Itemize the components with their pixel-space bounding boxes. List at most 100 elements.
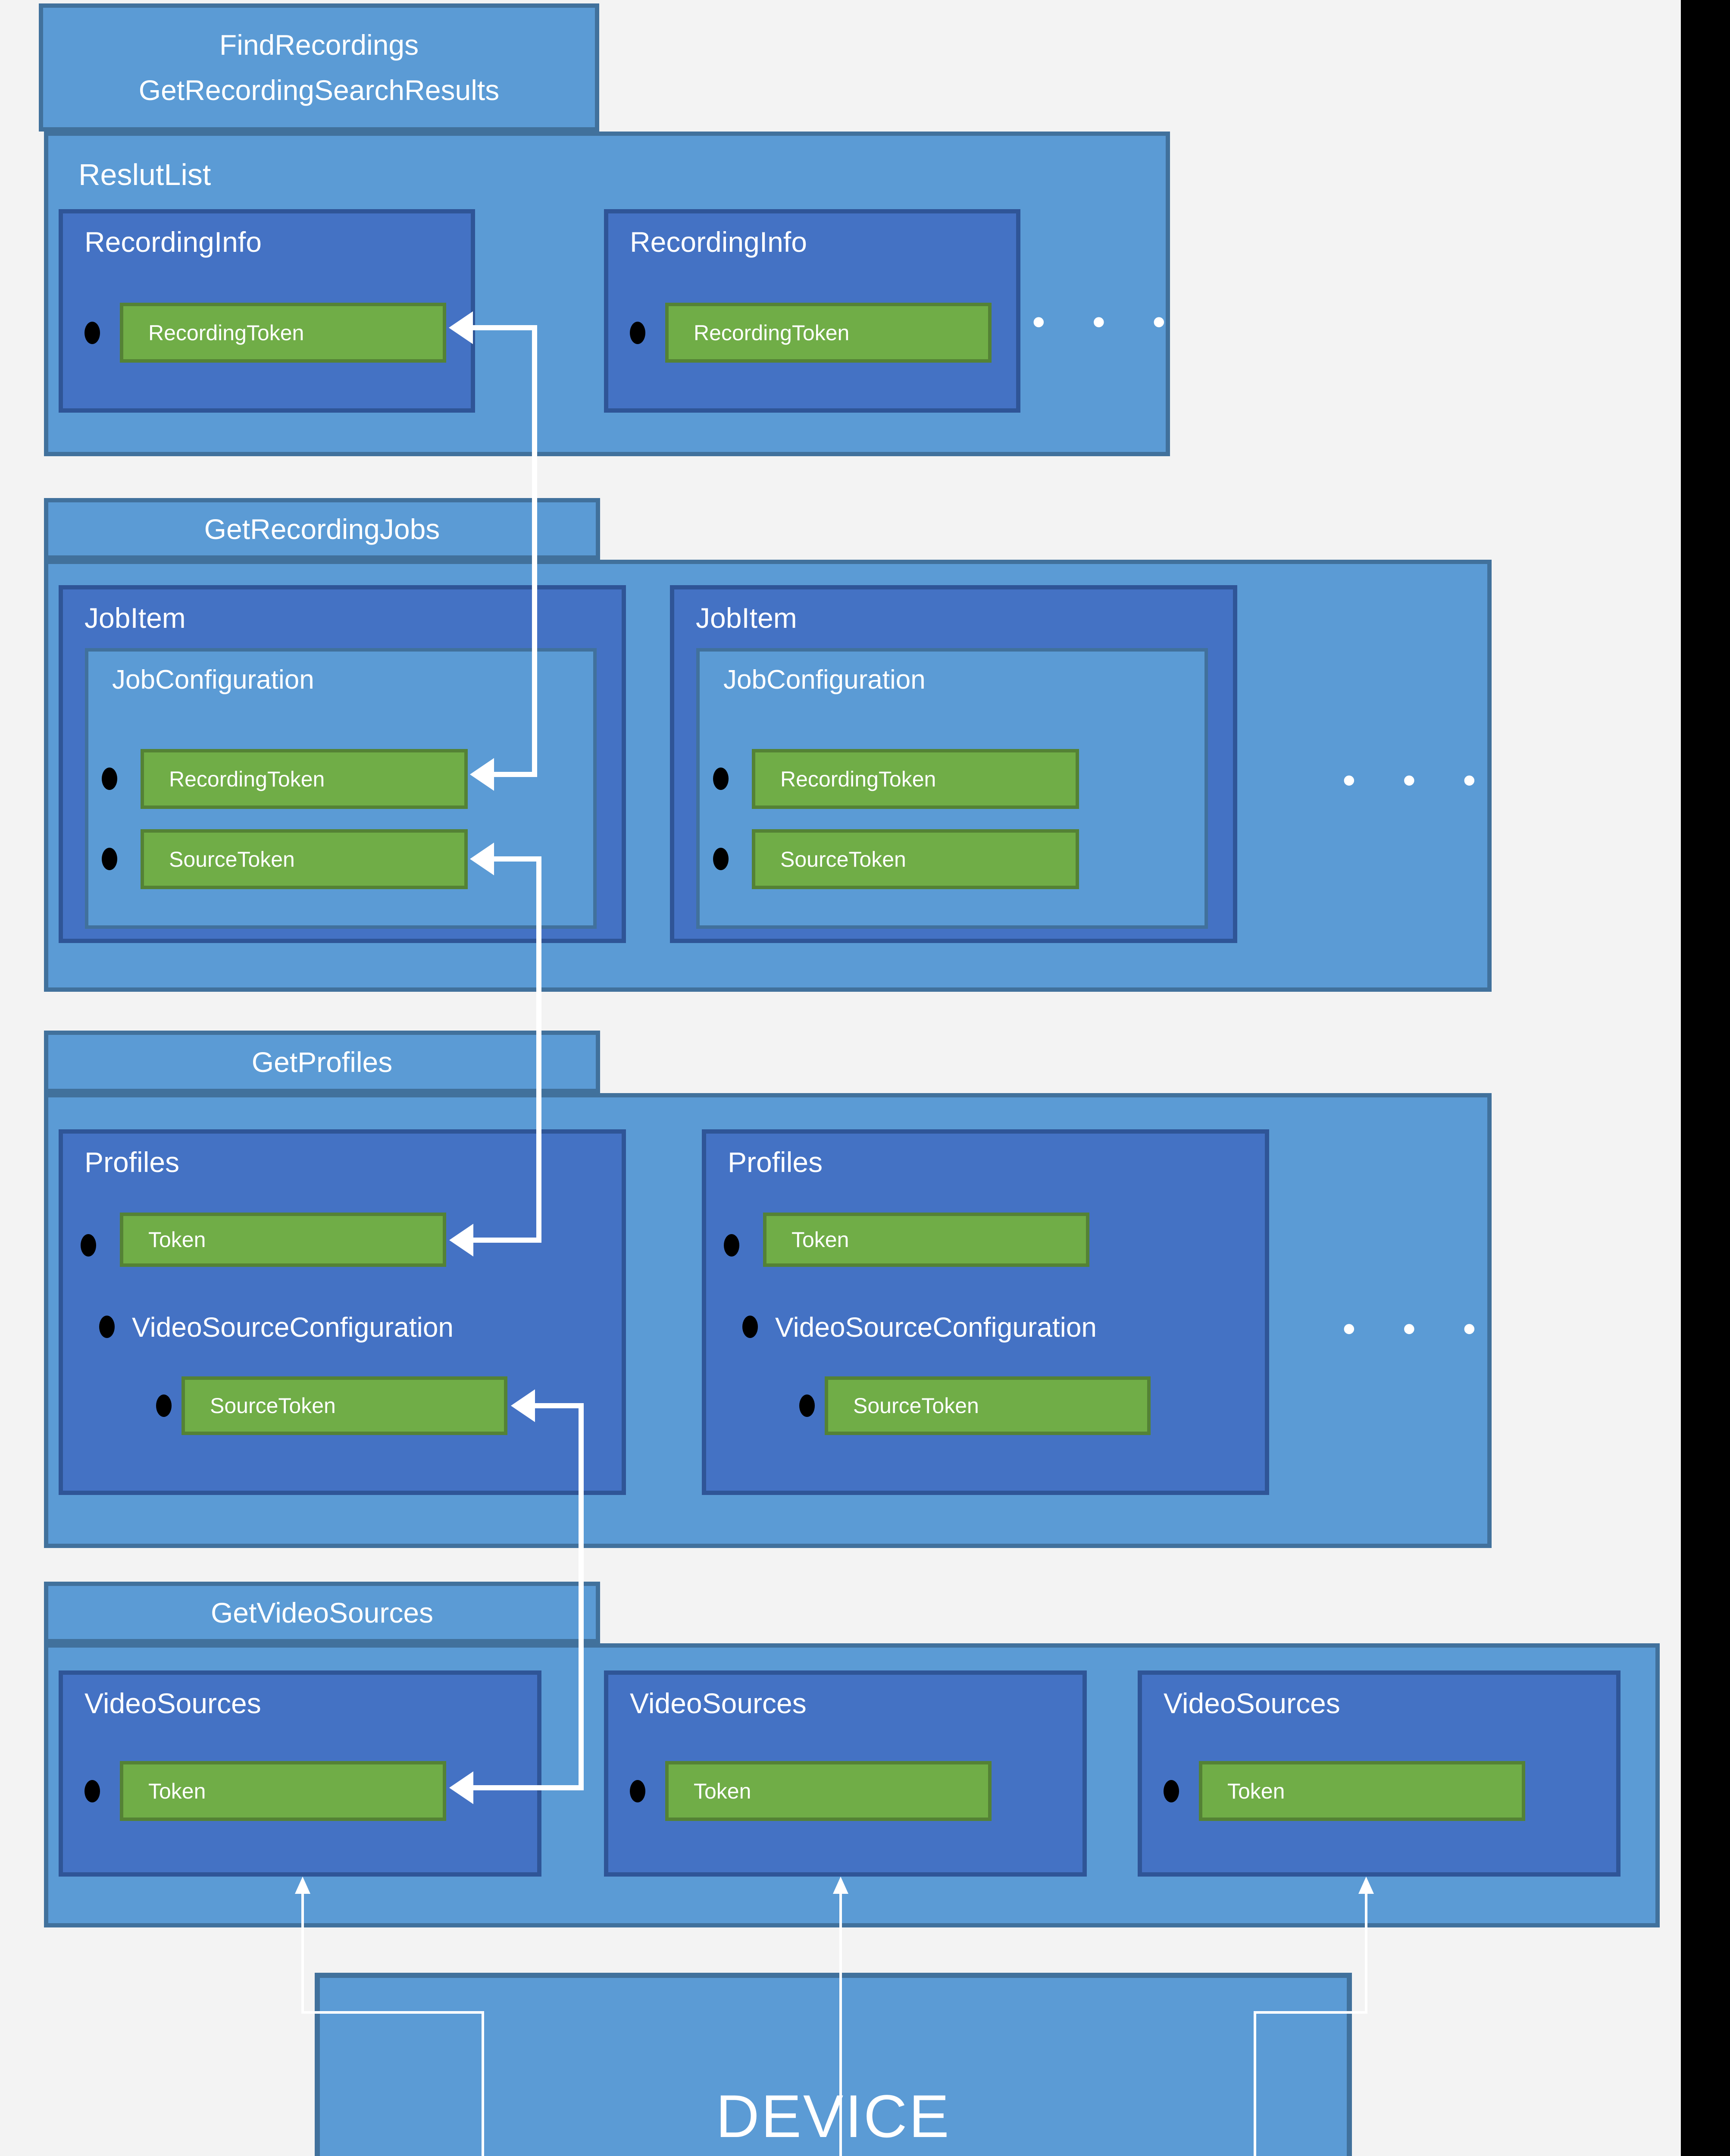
get-profiles-label: GetProfiles	[251, 1046, 393, 1078]
arrowhead-into-videosources-1	[295, 1877, 310, 1894]
device-box: DEVICE Ch1 Ch2 Ch3	[315, 1973, 1352, 2156]
bullet-icon	[99, 1316, 115, 1338]
video-sources-title: VideoSources	[1164, 1687, 1340, 1719]
job-configuration-box: JobConfiguration RecordingToken SourceTo…	[696, 648, 1208, 929]
result-list-title: ReslutList	[78, 158, 211, 191]
source-token-chip: SourceToken	[141, 829, 468, 889]
ellipsis-more: • • •	[1032, 302, 1184, 342]
get-recording-jobs-header: GetRecordingJobs	[44, 498, 600, 560]
connector-b3-segment	[1365, 1893, 1367, 2014]
connector-a2-segment	[536, 856, 541, 1243]
source-token-label: SourceToken	[210, 1394, 336, 1418]
job-configuration-title: JobConfiguration	[723, 665, 926, 695]
connector-a1-segment	[472, 325, 537, 330]
profiles-card-2: Profiles Token VideoSourceConfiguration …	[702, 1129, 1269, 1495]
recording-token-label: RecordingToken	[780, 767, 936, 791]
connector-a3-segment	[579, 1403, 584, 1790]
token-chip: Token	[120, 1213, 446, 1267]
bullet-icon	[742, 1316, 758, 1338]
profiles-title: Profiles	[84, 1146, 180, 1178]
token-label: Token	[791, 1228, 849, 1252]
token-label: Token	[148, 1779, 206, 1803]
connector-a1-segment	[494, 772, 537, 777]
token-label: Token	[1227, 1779, 1285, 1803]
profiles-title: Profiles	[728, 1146, 823, 1178]
source-token-label: SourceToken	[780, 847, 906, 871]
arrowhead-into-profiles-sourcetoken	[511, 1389, 535, 1422]
connector-a3-segment	[472, 1785, 584, 1790]
video-sources-title: VideoSources	[84, 1687, 261, 1719]
source-token-label: SourceToken	[169, 847, 295, 871]
connector-a2-segment	[472, 1238, 541, 1243]
token-chip: Token	[120, 1761, 446, 1821]
recording-token-label: RecordingToken	[694, 320, 850, 345]
connector-a2-segment	[493, 856, 541, 862]
find-recordings-line1: FindRecordings	[219, 29, 419, 61]
video-sources-container: VideoSources Token VideoSources Token Vi…	[44, 1643, 1660, 1927]
bullet-icon	[724, 1234, 739, 1257]
bullet-icon	[630, 322, 645, 344]
video-source-configuration-label: VideoSourceConfiguration	[132, 1312, 454, 1343]
get-video-sources-label: GetVideoSources	[210, 1596, 434, 1629]
recording-jobs-container: JobItem JobConfiguration RecordingToken …	[44, 560, 1492, 992]
arrowhead-into-jobconfig-recordingtoken	[470, 758, 494, 791]
job-configuration-title: JobConfiguration	[112, 665, 314, 695]
bullet-icon	[713, 768, 729, 790]
connector-b1-segment	[301, 2011, 484, 2014]
recording-token-label: RecordingToken	[148, 320, 304, 345]
arrowhead-into-jobconfig-sourcetoken	[470, 843, 494, 875]
recording-token-chip: RecordingToken	[120, 303, 446, 363]
connector-b1-segment	[301, 1893, 304, 2014]
job-item-title: JobItem	[696, 602, 797, 634]
connector-b3-segment	[1255, 2011, 1367, 2014]
ellipsis-more: • • •	[1343, 761, 1495, 800]
video-source-configuration-label: VideoSourceConfiguration	[775, 1312, 1097, 1343]
get-video-sources-header: GetVideoSources	[44, 1582, 600, 1643]
recording-info-title: RecordingInfo	[630, 226, 807, 258]
job-item-title: JobItem	[84, 602, 186, 634]
right-black-strip	[1681, 0, 1730, 2156]
token-label: Token	[694, 1779, 751, 1803]
connector-b1-segment	[482, 2011, 484, 2156]
job-item-card-1: JobItem JobConfiguration RecordingToken …	[59, 585, 626, 943]
profiles-container: Profiles Token VideoSourceConfiguration …	[44, 1093, 1492, 1548]
bullet-icon	[102, 768, 117, 790]
bullet-icon	[84, 1780, 100, 1802]
token-label: Token	[148, 1228, 206, 1252]
source-token-chip: SourceToken	[825, 1376, 1151, 1435]
get-profiles-header: GetProfiles	[44, 1031, 600, 1093]
job-item-card-2: JobItem JobConfiguration RecordingToken …	[670, 585, 1237, 943]
recording-token-label: RecordingToken	[169, 767, 325, 791]
arrowhead-into-videosources-3	[1358, 1877, 1374, 1894]
bullet-icon	[81, 1234, 96, 1257]
bullet-icon	[713, 848, 729, 870]
job-configuration-box: JobConfiguration RecordingToken SourceTo…	[85, 648, 597, 929]
recording-info-card-1: RecordingInfo RecordingToken	[59, 209, 475, 413]
recording-info-title: RecordingInfo	[84, 226, 262, 258]
find-recordings-line2: GetRecordingSearchResults	[138, 74, 500, 106]
source-token-chip: SourceToken	[181, 1376, 507, 1435]
find-recordings-header: FindRecordings GetRecordingSearchResults	[39, 3, 599, 132]
token-chip: Token	[763, 1213, 1089, 1267]
source-token-label: SourceToken	[853, 1394, 979, 1418]
bullet-icon	[630, 1780, 645, 1802]
connector-b2-segment	[839, 1893, 842, 2156]
arrowhead-into-videosources-2	[833, 1877, 848, 1894]
bullet-icon	[799, 1395, 815, 1417]
recording-token-chip: RecordingToken	[141, 749, 468, 809]
ellipsis-more: • • •	[1343, 1309, 1495, 1348]
bullet-icon	[156, 1395, 172, 1417]
profiles-card-1: Profiles Token VideoSourceConfiguration …	[59, 1129, 626, 1495]
arrowhead-into-profiles-token	[449, 1224, 473, 1257]
arrowhead-into-videosources-token	[449, 1771, 473, 1804]
token-chip: Token	[665, 1761, 992, 1821]
get-recording-jobs-label: GetRecordingJobs	[204, 513, 440, 545]
video-sources-title: VideoSources	[630, 1687, 807, 1719]
bullet-icon	[1164, 1780, 1179, 1802]
connector-a3-segment	[534, 1403, 584, 1408]
video-sources-card-2: VideoSources Token	[604, 1670, 1087, 1877]
result-list-container: ReslutList RecordingInfo RecordingToken …	[44, 132, 1170, 456]
source-token-chip: SourceToken	[752, 829, 1079, 889]
recording-token-chip: RecordingToken	[665, 303, 992, 363]
